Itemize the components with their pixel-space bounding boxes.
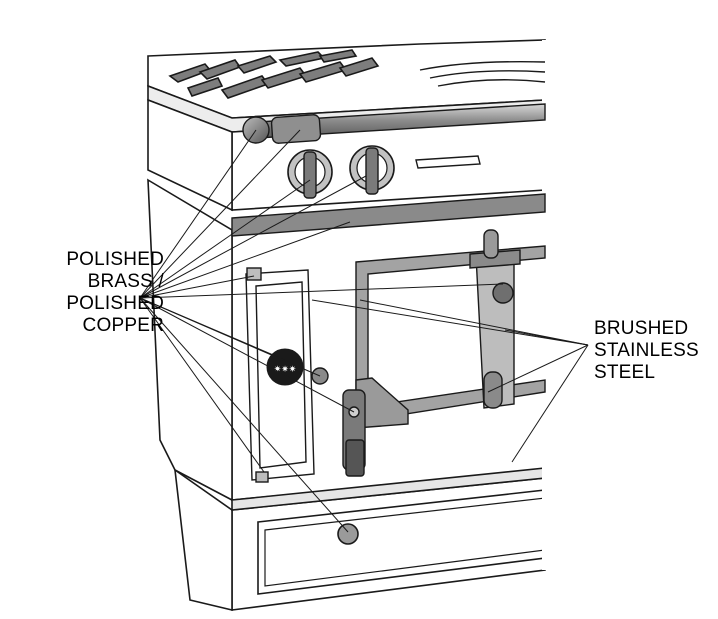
drawer-knob <box>337 523 359 545</box>
label-polished-brass-copper: POLISHED BRASS / POLISHED COPPER <box>6 249 164 337</box>
label-left-line-1: POLISHED <box>66 249 164 270</box>
control-knob-right <box>349 145 395 195</box>
griddle-rings <box>419 60 546 87</box>
side-lower <box>174 468 233 612</box>
label-left-line-2: BRASS / <box>87 271 164 292</box>
svg-text:✷✷✷: ✷✷✷ <box>274 364 297 374</box>
label-right-line-1: BRUSHED <box>594 318 689 339</box>
leader-lines-brushed <box>311 299 589 463</box>
oven-door-frame <box>355 229 546 429</box>
label-brushed-stainless-steel: BRUSHED STAINLESS STEEL <box>594 318 699 384</box>
label-left-line-4: COPPER <box>82 315 164 336</box>
door-latch <box>342 389 366 477</box>
leader-lines-polished <box>139 129 504 533</box>
control-knob-left <box>287 149 333 199</box>
label-left-line-3: POLISHED <box>66 293 164 314</box>
label-right-line-3: STEEL <box>594 362 656 383</box>
burner-grates <box>168 49 380 99</box>
panel-slot <box>415 155 481 169</box>
trim-bar <box>231 193 546 237</box>
label-right-line-2: STAINLESS <box>594 340 699 361</box>
towel-rod <box>242 103 546 144</box>
side-upper <box>147 98 233 212</box>
logo-badge: ✷✷✷ <box>266 348 304 386</box>
